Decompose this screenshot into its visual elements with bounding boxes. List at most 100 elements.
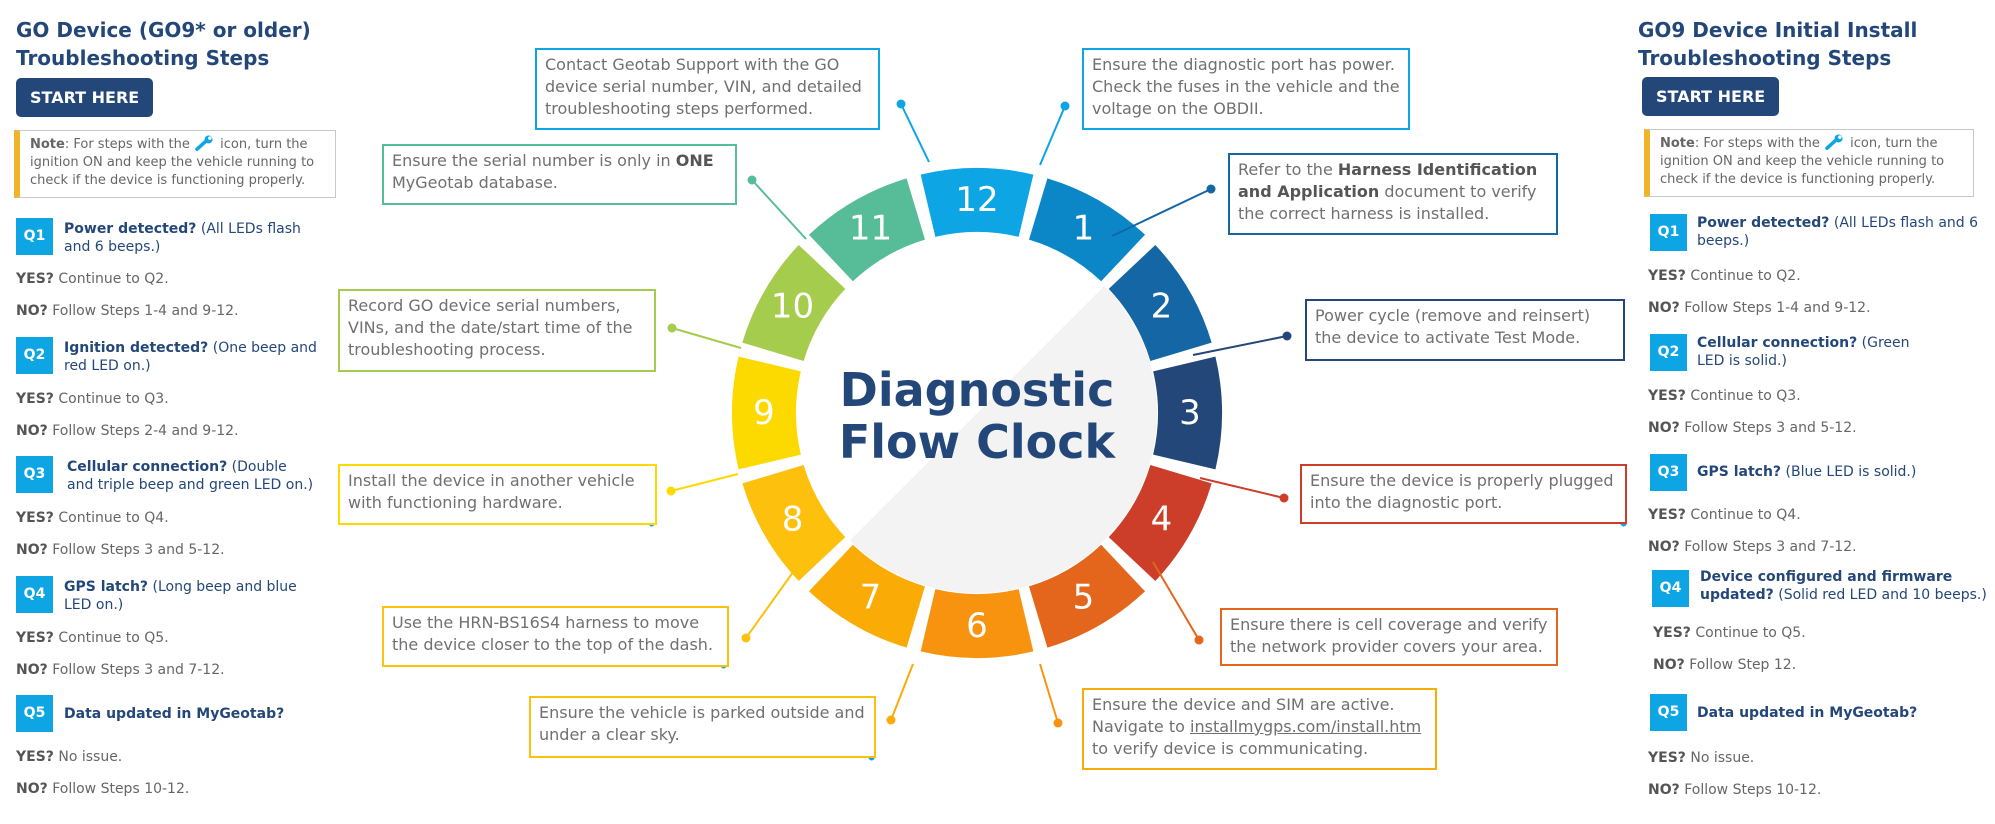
- leader-line-6: [1039, 663, 1059, 724]
- step-10-callout: Record GO device serial numbers, VINs, a…: [338, 289, 656, 372]
- leader-dot-7: [886, 715, 896, 725]
- r-q1-question: Power detected? (All LEDs flash and 6 be…: [1697, 215, 1979, 249]
- q5-yes: YES? No issue.: [16, 749, 123, 765]
- leader-line-9: [670, 473, 739, 492]
- left-panel-title: GO Device (GO9* or older) Troubleshootin…: [16, 18, 311, 70]
- leader-dot-4: [1279, 493, 1289, 503]
- leader-line-5: [1152, 561, 1200, 641]
- clock-center-disc: [797, 233, 1157, 593]
- clock-number-11: 11: [849, 209, 892, 249]
- q1-badge: Q1: [16, 218, 53, 255]
- q2-question: Ignition detected? (One beep and red LED…: [64, 340, 317, 374]
- clock-number-1: 1: [1073, 209, 1095, 249]
- q3-no: NO? Follow Steps 3 and 5-12.: [16, 542, 225, 558]
- clock-segment-3: [1153, 356, 1222, 470]
- clock-segment-5: [1029, 544, 1146, 648]
- r-q4-question: Device configured and firmware updated? …: [1700, 569, 1987, 603]
- clock-number-8: 8: [782, 500, 804, 540]
- leader-line-4: [1199, 477, 1285, 499]
- leader-line-1: [1039, 105, 1066, 166]
- leader-dot-12: [896, 99, 906, 109]
- r-q5-badge: Q5: [1650, 694, 1687, 731]
- leader-line-8: [745, 560, 802, 639]
- q4-question: GPS latch? (Long beep and blue LED on.): [64, 579, 297, 613]
- step-5-callout: Ensure there is cell coverage and verify…: [1220, 608, 1558, 666]
- step-3-callout: Power cycle (remove and reinsert) the de…: [1305, 299, 1625, 361]
- r-q3-yes: YES? Continue to Q4.: [1648, 507, 1801, 523]
- clock-number-9: 9: [753, 393, 775, 433]
- clock-segment-6: [920, 589, 1034, 658]
- clock-number-12: 12: [955, 180, 998, 220]
- r-q5-yes: YES? No issue.: [1648, 750, 1755, 766]
- clock-number-6: 6: [966, 606, 988, 646]
- clock-number-2: 2: [1151, 287, 1173, 327]
- clock-segment-11: [808, 178, 925, 282]
- r-q1-badge: Q1: [1650, 214, 1687, 251]
- right-start-button[interactable]: START HERE: [1642, 77, 1780, 116]
- r-q2-badge: Q2: [1650, 334, 1687, 371]
- r-q3-no: NO? Follow Steps 3 and 7-12.: [1648, 539, 1857, 555]
- step-1-callout: Ensure the diagnostic port has power. Ch…: [1082, 48, 1410, 130]
- q4-yes: YES? Continue to Q5.: [16, 630, 169, 646]
- leader-dot-10: [667, 323, 677, 333]
- leader-line-10: [671, 327, 742, 349]
- q5-badge: Q5: [16, 695, 53, 732]
- clock-segment-8: [742, 465, 846, 582]
- leader-dot-2: [1206, 184, 1216, 194]
- step-9-callout: Install the device in another vehicle wi…: [338, 464, 657, 525]
- wrench-icon: [1825, 134, 1843, 150]
- q2-no: NO? Follow Steps 2-4 and 9-12.: [16, 423, 239, 439]
- leader-dot-5: [1194, 635, 1204, 645]
- leader-dot-11: [747, 175, 757, 185]
- clock-number-3: 3: [1179, 393, 1201, 433]
- right-note: Note: For steps with the icon, turn the …: [1644, 129, 1974, 197]
- q5-question: Data updated in MyGeotab?: [64, 706, 285, 722]
- clock-number-4: 4: [1151, 500, 1173, 540]
- wrench-icon: [195, 135, 213, 151]
- install-link[interactable]: installmygps.com/install.htm: [1190, 717, 1422, 736]
- clock-number-7: 7: [860, 577, 882, 617]
- q3-question: Cellular connection? (Double and triple …: [67, 459, 314, 493]
- step-12-callout: Contact Geotab Support with the GO devic…: [535, 48, 880, 130]
- r-q4-no: NO? Follow Step 12.: [1653, 657, 1797, 673]
- left-start-button[interactable]: START HERE: [16, 78, 154, 117]
- q3-yes: YES? Continue to Q4.: [16, 510, 169, 526]
- r-q3-badge: Q3: [1650, 454, 1687, 491]
- r-q4-badge: Q4: [1652, 570, 1689, 607]
- q3-badge: Q3: [16, 456, 53, 493]
- clock-segment-1: [1029, 178, 1146, 282]
- clock-segment-9: [731, 356, 801, 470]
- leader-dot-6: [1053, 718, 1063, 728]
- step-6-callout: Ensure the device and SIM are active. Na…: [1082, 688, 1437, 770]
- clock-number-5: 5: [1073, 577, 1095, 617]
- leader-line-3: [1192, 335, 1288, 356]
- q1-no: NO? Follow Steps 1-4 and 9-12.: [16, 303, 239, 319]
- step-4-callout: Ensure the device is properly plugged in…: [1300, 464, 1627, 524]
- r-q2-no: NO? Follow Steps 3 and 5-12.: [1648, 420, 1857, 436]
- leader-line-11: [751, 179, 807, 240]
- clock-segment-10: [742, 244, 846, 361]
- left-note: Note: For steps with the icon, turn the …: [14, 130, 336, 198]
- step-11-callout: Ensure the serial number is only in ONE …: [382, 144, 737, 205]
- clock-number-10: 10: [771, 287, 814, 327]
- q2-yes: YES? Continue to Q3.: [16, 391, 169, 407]
- leader-line-12: [900, 103, 930, 163]
- r-q5-no: NO? Follow Steps 10-12.: [1648, 782, 1822, 798]
- leader-dot-3: [1282, 331, 1292, 341]
- leader-dot-8: [741, 633, 751, 643]
- q5-no: NO? Follow Steps 10-12.: [16, 781, 190, 797]
- r-q5-question: Data updated in MyGeotab?: [1697, 705, 1918, 721]
- leader-dot-1: [1060, 101, 1070, 111]
- clock-segment-2: [1108, 244, 1212, 361]
- step-7-callout: Ensure the vehicle is parked outside and…: [529, 696, 876, 758]
- leader-dot-9: [666, 486, 676, 496]
- q1-question: Power detected? (All LEDs flash and 6 be…: [64, 221, 301, 255]
- q4-badge: Q4: [16, 576, 53, 613]
- clock-title: Diagnostic Flow Clock: [838, 363, 1116, 469]
- r-q4-yes: YES? Continue to Q5.: [1653, 625, 1806, 641]
- r-q2-yes: YES? Continue to Q3.: [1648, 388, 1801, 404]
- clock-segment-4: [1108, 465, 1212, 582]
- q1-yes: YES? Continue to Q2.: [16, 271, 169, 287]
- leader-line-7: [890, 663, 914, 721]
- clock-segment-12: [920, 167, 1034, 237]
